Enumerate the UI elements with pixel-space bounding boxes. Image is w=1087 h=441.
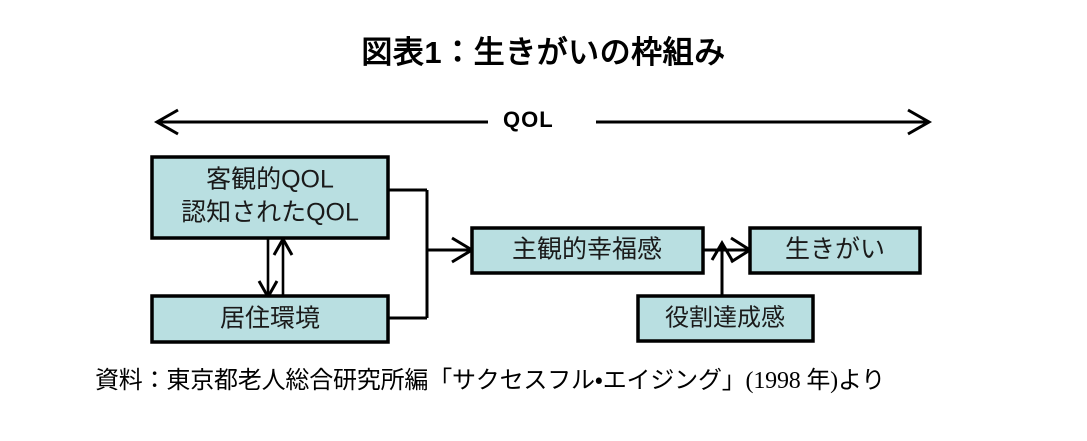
- qol-span-label: QOL: [495, 107, 562, 133]
- node-subjective-wellbeing-label: 主観的幸福感: [512, 236, 662, 264]
- source-note: 資料：東京都老人総合研究所編「サクセスフル・エイジング」(1998 年)より: [95, 368, 886, 394]
- connector-qol-span: [153, 108, 933, 136]
- node-ikigai[interactable]: 生きがい: [748, 226, 922, 275]
- node-objective-qol-line1: 客観的QOL: [206, 166, 334, 194]
- node-subjective-wellbeing[interactable]: 主観的幸福感: [470, 226, 705, 275]
- node-objective-qol[interactable]: 客観的QOL 認知されたQOL: [150, 155, 390, 240]
- node-living-environment-label: 居住環境: [220, 305, 320, 333]
- page-title: 図表1：生きがいの枠組み: [361, 35, 726, 70]
- node-role-achievement[interactable]: 役割達成感: [636, 294, 815, 343]
- node-objective-qol-line2: 認知されたQOL: [181, 199, 359, 227]
- node-role-achievement-label: 役割達成感: [665, 304, 785, 331]
- connector-qol-group-to-subjective-wellbeing: [388, 188, 475, 320]
- node-ikigai-label: 生きがい: [785, 236, 885, 264]
- node-living-environment[interactable]: 居住環境: [150, 294, 390, 344]
- connector-objective-qol-to-living-environment: [257, 235, 294, 301]
- connector-role-achievement-to-ikigai: [710, 240, 734, 296]
